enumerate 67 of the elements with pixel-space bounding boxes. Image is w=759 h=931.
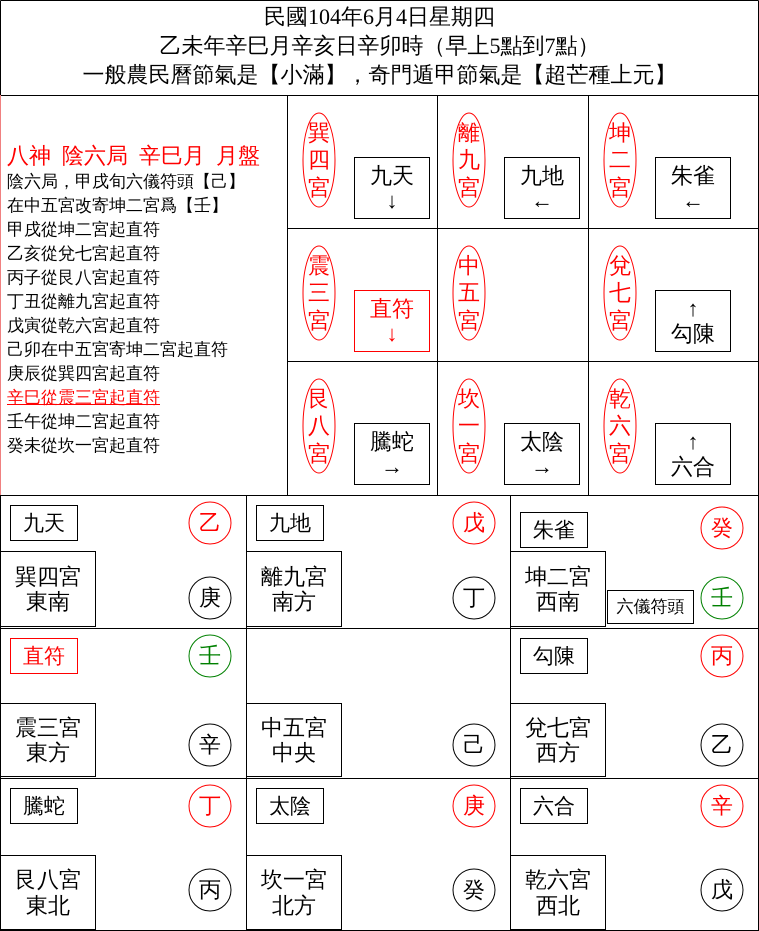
label-box: 九地 (256, 505, 324, 541)
label-box: ↑ 六合 (655, 423, 731, 485)
label-box: 兌七宮 西方 (510, 703, 606, 777)
label-box: 坤二宮 西南 (510, 551, 606, 627)
rule-text: 戊寅從乾六宮起直符 (7, 315, 160, 337)
palace-ellipse: 中五宮 (452, 245, 486, 341)
label-box: 九天 (10, 505, 78, 541)
stem-circle: 丁 (452, 576, 496, 620)
label-box: 離九宮 南方 (246, 551, 342, 627)
label-box: 九地 ← (504, 157, 580, 219)
stem-circle: 丙 (700, 634, 744, 678)
stem-circle: 庚 (452, 784, 496, 828)
rule-text: 在中五宮改寄坤二宮爲【壬】 (7, 195, 228, 217)
label-box: 中五宮 中央 (246, 703, 342, 777)
palace-ellipse: 離九宮 (452, 112, 486, 208)
stem-circle: 乙 (700, 723, 744, 767)
panel-heading: 八神 陰六局 辛巳月 月盤 (7, 143, 260, 169)
stem-circle: 丙 (188, 868, 232, 912)
label-box: 太陰 → (504, 423, 580, 485)
label-box: 六合 (520, 788, 588, 824)
palace-ellipse: 坤二宮 (603, 112, 637, 208)
label-box: 朱雀 (520, 512, 588, 548)
palace-ellipse: 兌七宮 (603, 245, 637, 341)
palace-ellipse: 震三宮 (302, 245, 336, 341)
title-text: 民國104年6月4日星期四 (264, 4, 495, 29)
date-text: 乙未年辛巳月辛亥日辛卯時（早上5點到7點） (160, 33, 600, 58)
stem-circle: 丁 (188, 784, 232, 828)
label-box: 直符 (10, 638, 78, 674)
label-box: 騰蛇 → (354, 423, 430, 485)
stem-circle: 壬 (188, 634, 232, 678)
rule-text: 乙亥從兌七宮起直符 (7, 243, 160, 265)
rule-text: 丙子從艮八宮起直符 (7, 267, 160, 289)
stem-circle: 庚 (188, 576, 232, 620)
stem-circle: 壬 (700, 576, 744, 620)
stem-circle: 戊 (700, 868, 744, 912)
rule-text: 壬午從坤二宮起直符 (7, 411, 160, 433)
stem-circle: 癸 (700, 506, 744, 550)
label-box: 九天 ↓ (354, 157, 430, 219)
label-box: 朱雀 ← (655, 157, 731, 219)
label-box: 騰蛇 (10, 788, 78, 824)
rule-text: 癸未從坎一宮起直符 (7, 435, 160, 457)
label-box: 艮八宮 東北 (0, 855, 96, 930)
palace-ellipse: 坎一宮 (452, 378, 486, 474)
rule-text: 甲戌從坤二宮起直符 (7, 219, 160, 241)
stem-circle: 癸 (452, 868, 496, 912)
label-box: ↑ 勾陳 (655, 290, 731, 352)
stem-circle: 戊 (452, 501, 496, 545)
stem-circle: 辛 (188, 723, 232, 767)
palace-ellipse: 巽四宮 (302, 112, 336, 208)
solar-term-text: 一般農民曆節氣是【小滿】，奇門遁甲節氣是【超芒種上元】 (82, 62, 676, 87)
rule-text: 陰六局，甲戌旬六儀符頭【己】 (7, 171, 245, 193)
label-box: 乾六宮 西北 (510, 855, 606, 930)
label-box: 勾陳 (520, 638, 588, 674)
rule-text: 丁丑從離九宮起直符 (7, 291, 160, 313)
label-box: 坎一宮 北方 (246, 855, 342, 930)
label-box: 太陰 (256, 788, 324, 824)
label-box: 巽四宮 東南 (0, 551, 96, 627)
stem-circle: 辛 (700, 784, 744, 828)
label-box: 震三宮 東方 (0, 703, 96, 777)
stem-circle: 己 (452, 723, 496, 767)
palace-ellipse: 乾六宮 (603, 378, 637, 474)
stem-circle: 乙 (188, 501, 232, 545)
rule-text: 己卯在中五宮寄坤二宮起直符 (7, 339, 228, 361)
label-box: 六儀符頭 (607, 590, 694, 624)
rule-text: 庚辰從巽四宮起直符 (7, 363, 160, 385)
palace-ellipse: 艮八宮 (302, 378, 336, 474)
label-box: 直符 ↓ (354, 290, 430, 352)
